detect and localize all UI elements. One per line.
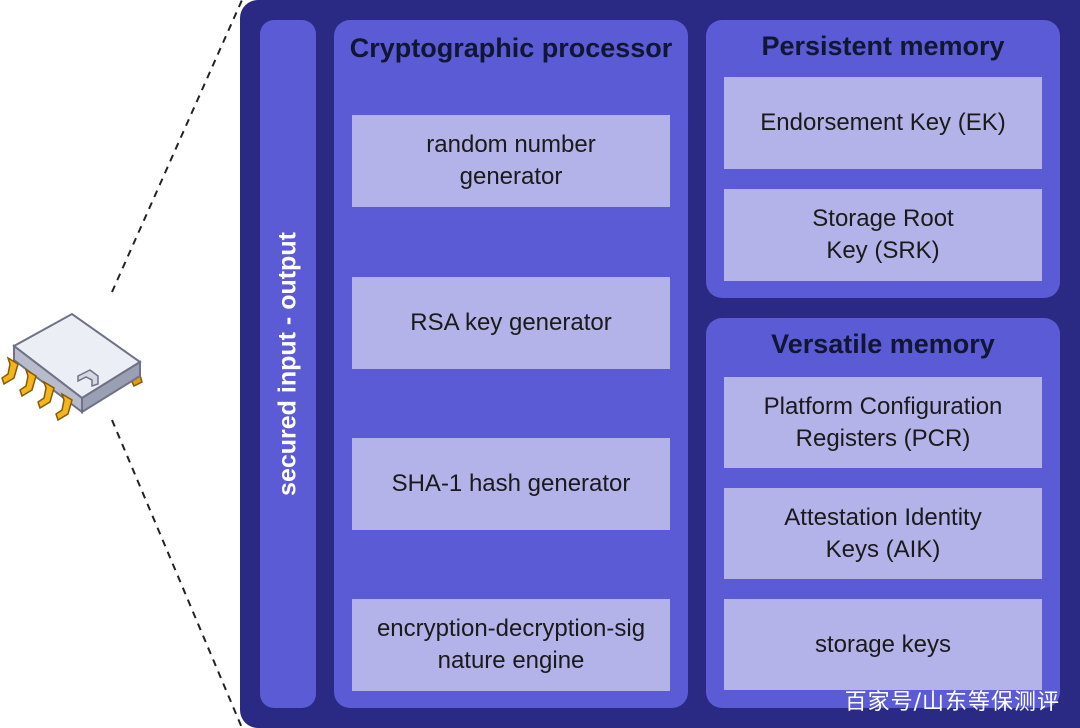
persistent-panel: Persistent memory Endorsement Key (EK) S… (706, 20, 1060, 298)
versatile-title: Versatile memory (771, 329, 995, 359)
versatile-panel: Versatile memory Platform Configuration … (706, 318, 1060, 708)
versatile-item-label: Attestation Identity Keys (AIK) (784, 503, 982, 563)
crypto-item-label: SHA-1 hash generator (391, 470, 631, 497)
versatile-item-storage-keys: storage keys (724, 599, 1042, 690)
io-bar (260, 20, 316, 708)
versatile-item-aik: Attestation Identity Keys (AIK) (724, 488, 1042, 579)
crypto-title: Cryptographic processor (349, 33, 673, 63)
persistent-title: Persistent memory (761, 31, 1005, 61)
watermark: 百家号/山东等保测评 (844, 690, 1060, 715)
persistent-item-label: Endorsement Key (EK) (760, 109, 1006, 136)
crypto-item-label: RSA key generator (410, 309, 612, 336)
crypto-item-label: encryption-decryption-signature engine (376, 615, 646, 674)
persistent-item-ek: Endorsement Key (EK) (724, 77, 1042, 169)
microchip-icon (1, 312, 143, 422)
versatile-item-label: Platform Configuration Registers (PCR) (763, 392, 1003, 452)
versatile-item-label: storage keys (814, 630, 952, 658)
versatile-item-pcr: Platform Configuration Registers (PCR) (724, 377, 1042, 468)
persistent-item-srk: Storage Root Key (SRK) (724, 189, 1042, 281)
crypto-item-label: random number generator (426, 131, 596, 190)
io-bar-label: secured input - output (273, 232, 302, 496)
crypto-item-sha1: SHA-1 hash generator (352, 438, 670, 530)
crypto-item-rng: random number generator (352, 115, 670, 207)
persistent-item-label: Storage Root Key (SRK) (812, 205, 954, 264)
crypto-item-engine: encryption-decryption-signature engine (352, 599, 670, 691)
crypto-panel: Cryptographic processor random number ge… (334, 20, 688, 708)
zoom-line-top (111, 0, 243, 293)
zoom-line-bottom (111, 419, 243, 728)
crypto-item-rsa: RSA key generator (352, 277, 670, 369)
